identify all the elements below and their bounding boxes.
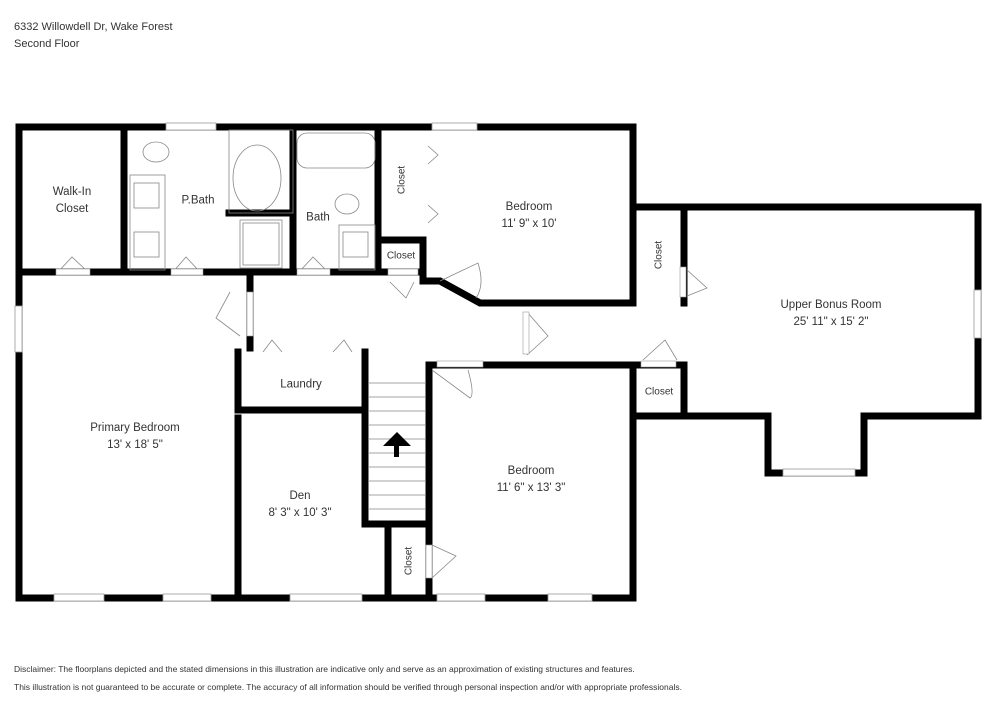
room-dimensions: 11' 6" x 13' 3"	[496, 482, 566, 494]
room-dimensions: 8' 3" x 10' 3"	[268, 507, 332, 519]
room-name: Primary Bedroom	[90, 422, 180, 434]
room-dimensions: 11' 9" x 10'	[501, 218, 557, 230]
floor-label: Second Floor	[14, 38, 80, 50]
room-upper-bonus: Upper Bonus Room 25' 11" x 15' 2"	[781, 297, 882, 331]
room-name: Closet	[55, 203, 89, 215]
disclaimer-line-2: This illustration is not guaranteed to b…	[14, 682, 682, 692]
room-name: Den	[289, 490, 311, 502]
room-closet-stairs: Closet	[403, 546, 415, 576]
room-laundry: Laundry	[280, 378, 322, 391]
disclaimer-line-1: Disclaimer: The floorplans depicted and …	[14, 664, 635, 674]
room-bath: Bath	[306, 211, 330, 224]
room-bedroom-2: Bedroom 11' 6" x 13' 3"	[497, 463, 566, 497]
room-name: Upper Bonus Room	[780, 299, 882, 311]
room-bedroom-1: Bedroom 11' 9" x 10'	[502, 199, 557, 233]
room-name: Walk-In	[52, 186, 92, 198]
room-closet-hall: Closet	[386, 250, 416, 262]
room-closet-bedroom1: Closet	[396, 165, 408, 195]
room-den: Den 8' 3" x 10' 3"	[268, 488, 331, 522]
room-name: Bedroom	[507, 465, 555, 477]
property-address: 6332 Willowdell Dr, Wake Forest	[14, 21, 173, 33]
room-primary-bedroom: Primary Bedroom 13' x 18' 5"	[90, 420, 179, 454]
room-closet-bonus-upper: Closet	[653, 240, 665, 270]
room-closet-bonus-lower: Closet	[644, 386, 674, 398]
room-dimensions: 13' x 18' 5"	[107, 439, 163, 451]
room-p-bath: P.Bath	[181, 194, 215, 207]
room-walk-in-closet: Walk-In Closet	[53, 184, 92, 218]
room-dimensions: 25' 11" x 15' 2"	[793, 316, 869, 328]
arrow-up-icon	[383, 432, 411, 457]
room-name: Bedroom	[505, 201, 553, 213]
